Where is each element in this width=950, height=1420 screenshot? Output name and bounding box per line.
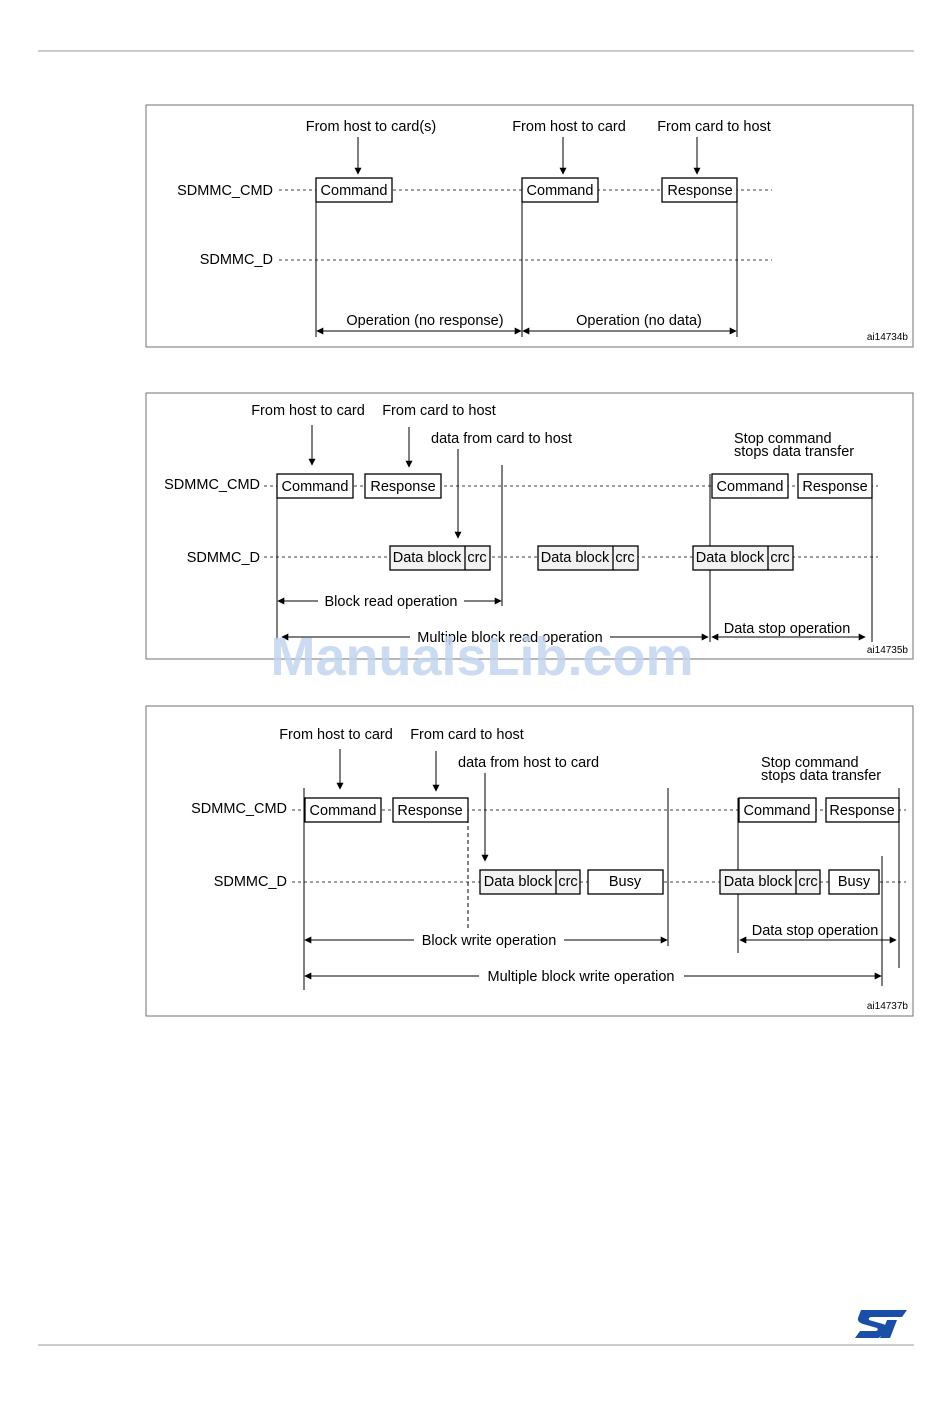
command-box xyxy=(315,177,393,203)
annotation-stops-transfer: stops data transfer xyxy=(734,444,854,460)
annotation-stop-command: Stop command xyxy=(734,431,832,447)
response-box xyxy=(364,473,442,499)
signal-label-data: SDMMC_D xyxy=(200,252,273,268)
watermark-text: ManualsLib.com xyxy=(270,627,693,687)
response-box xyxy=(825,797,900,823)
diagram-no-response-no-data: From host to card(s) From host to card F… xyxy=(145,104,914,348)
response-label: Response xyxy=(397,803,462,819)
response-box xyxy=(392,797,469,823)
label-mask xyxy=(479,967,684,983)
diagram-frame xyxy=(145,392,914,660)
diagram-block-read: From host to card From card to host data… xyxy=(145,392,914,660)
label-mask xyxy=(410,629,610,645)
label-mask xyxy=(340,312,510,328)
annotation-host-to-cards: From host to card(s) xyxy=(306,119,437,135)
data-block-box xyxy=(479,869,581,895)
operation-no-response-label: Operation (no response) xyxy=(346,313,503,329)
response-label: Response xyxy=(802,479,867,495)
command-label: Command xyxy=(282,479,349,495)
signal-label-data: SDMMC_D xyxy=(187,550,260,566)
data-block-box xyxy=(719,869,821,895)
command-label: Command xyxy=(717,479,784,495)
annotation-data-host-to-card: data from host to card xyxy=(458,755,599,771)
command-box xyxy=(738,797,817,823)
command-box xyxy=(711,473,789,499)
busy-label: Busy xyxy=(609,874,642,890)
response-label: Response xyxy=(370,479,435,495)
data-block-label: Data block xyxy=(696,550,765,566)
data-stop-operation-label: Data stop operation xyxy=(724,621,851,637)
command-box xyxy=(304,797,382,823)
data-block-box xyxy=(389,545,491,571)
diagram-block-write: From host to card From card to host data… xyxy=(145,705,914,1017)
annotation-host-to-card: From host to card xyxy=(512,119,626,135)
diagram-frame xyxy=(145,104,914,348)
label-mask xyxy=(318,592,464,608)
command-box xyxy=(521,177,599,203)
command-label: Command xyxy=(744,803,811,819)
figure-ref: ai14735b xyxy=(867,645,909,656)
busy-box xyxy=(828,869,880,895)
command-label: Command xyxy=(527,183,594,199)
data-block-label: Data block xyxy=(393,550,462,566)
response-label: Response xyxy=(667,183,732,199)
crc-label: crc xyxy=(467,550,486,566)
annotation-stops-transfer: stops data transfer xyxy=(761,768,881,784)
diagram-frame xyxy=(145,705,914,1017)
annotation-card-to-host: From card to host xyxy=(382,403,496,419)
data-stop-operation-label: Data stop operation xyxy=(752,923,879,939)
multiple-block-read-label: Multiple block read operation xyxy=(417,630,602,646)
command-label: Command xyxy=(321,183,388,199)
annotation-data-card-to-host: data from card to host xyxy=(431,431,572,447)
st-logo-icon xyxy=(855,1310,907,1338)
busy-box xyxy=(587,869,664,895)
figure-ref: ai14737b xyxy=(867,1001,909,1012)
figure-ref: ai14734b xyxy=(867,332,909,343)
signal-label-data: SDMMC_D xyxy=(214,874,287,890)
block-write-operation-label: Block write operation xyxy=(422,933,557,949)
data-block-box xyxy=(692,545,794,571)
signal-label-cmd: SDMMC_CMD xyxy=(164,477,260,493)
response-label: Response xyxy=(829,803,894,819)
annotation-host-to-card: From host to card xyxy=(251,403,365,419)
label-mask xyxy=(414,931,564,947)
crc-label: crc xyxy=(770,550,789,566)
operation-no-data-label: Operation (no data) xyxy=(576,313,702,329)
multiple-block-write-label: Multiple block write operation xyxy=(488,969,675,985)
busy-label: Busy xyxy=(838,874,871,890)
response-box xyxy=(797,473,873,499)
annotation-stop-command: Stop command xyxy=(761,755,859,771)
command-label: Command xyxy=(310,803,377,819)
data-block-box xyxy=(537,545,639,571)
data-block-label: Data block xyxy=(541,550,610,566)
annotation-host-to-card: From host to card xyxy=(279,727,393,743)
crc-label: crc xyxy=(798,874,817,890)
crc-label: crc xyxy=(615,550,634,566)
command-box xyxy=(276,473,354,499)
signal-label-cmd: SDMMC_CMD xyxy=(177,183,273,199)
annotation-card-to-host: From card to host xyxy=(410,727,524,743)
data-block-label: Data block xyxy=(484,874,553,890)
crc-label: crc xyxy=(558,874,577,890)
block-read-operation-label: Block read operation xyxy=(325,594,458,610)
data-block-label: Data block xyxy=(724,874,793,890)
response-box xyxy=(661,177,738,203)
signal-label-cmd: SDMMC_CMD xyxy=(191,801,287,817)
annotation-card-to-host: From card to host xyxy=(657,119,771,135)
